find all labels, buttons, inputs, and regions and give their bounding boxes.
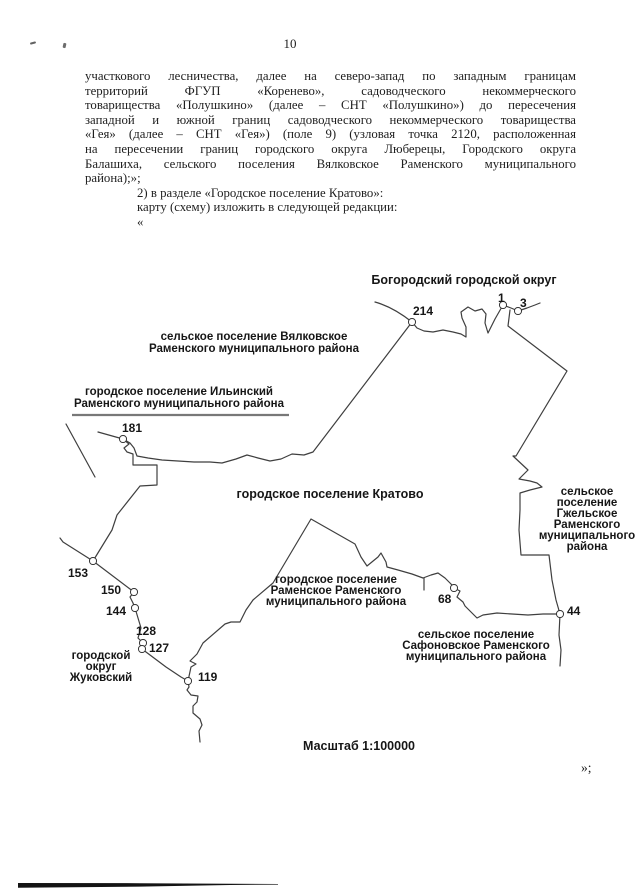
- map-label-line: Раменское Раменского: [270, 585, 402, 597]
- boundary-north: [97, 321, 413, 464]
- boundary-south: [187, 518, 561, 682]
- map-label-line: района: [566, 541, 608, 553]
- boundary-tail-119: [186, 680, 203, 743]
- map-label-line: городское поселение: [275, 574, 397, 586]
- map-label-line: Богородский городской округ: [371, 273, 557, 287]
- map-point-label-144: 144: [106, 604, 127, 618]
- map-label-line: Жуковский: [69, 672, 133, 684]
- map-point-label-214: 214: [413, 304, 434, 318]
- map-label-line: сельское поселение: [417, 629, 535, 641]
- body-line: «Гея» (далее – СНТ «Гея») (поле 9) (узло…: [85, 127, 576, 142]
- map-label-line: городское поселение Ильинский: [84, 386, 274, 398]
- map-point-label-3: 3: [520, 296, 527, 310]
- map-point-181: [119, 435, 127, 443]
- map-point-153: [89, 557, 97, 565]
- map-point-label-128: 128: [136, 624, 157, 638]
- map-label-line: Гжельское: [556, 508, 618, 520]
- map-label-line: городское поселение Кратово: [236, 487, 424, 501]
- map-scale-label: Масштаб 1:100000: [303, 739, 415, 753]
- map-point-label-181: 181: [122, 421, 143, 435]
- map-label-line: сельское поселение Вялковское: [160, 331, 348, 343]
- body-line: района);»;: [85, 171, 141, 186]
- boundary-wedge-ilyinsky: [65, 423, 96, 478]
- map-point-1: [499, 301, 507, 309]
- body-line: карту (схему) изложить в следующей редак…: [137, 200, 398, 215]
- map-label-line: Раменского: [553, 519, 621, 531]
- boundary-214-to-3: [411, 302, 541, 338]
- map-point-214: [408, 318, 416, 326]
- map-point-label-119: 119: [198, 670, 218, 684]
- map-label-line: городской: [71, 650, 131, 662]
- boundary-southwest: [92, 560, 189, 682]
- map-label-kratovo: городское поселение Кратово: [237, 488, 424, 501]
- map-label-line: Сафоновское Раменского: [402, 640, 550, 652]
- closing-quote: »;: [581, 760, 592, 775]
- map-point-label-1: 1: [498, 291, 505, 305]
- scan-artifact-streak: [18, 883, 278, 888]
- map-label-line: муниципального района: [405, 651, 547, 663]
- map-point-label-150: 150: [101, 583, 122, 597]
- map-label-line: сельское: [560, 486, 614, 498]
- body-line: на пересечении границ городского округа …: [85, 141, 576, 156]
- map-point-68: [450, 584, 458, 592]
- map-point-144: [131, 604, 139, 612]
- map-point-127: [138, 645, 146, 653]
- page-number: 10: [283, 36, 297, 51]
- map-point-3: [514, 307, 522, 315]
- map-point-label-68: 68: [438, 592, 452, 606]
- map-point-label-44: 44: [567, 604, 581, 618]
- map-label-line: муниципального района: [265, 596, 407, 608]
- body-line: западной и южной границ садоводческого н…: [85, 112, 576, 127]
- body-line: участкового лесничества, далее на северо…: [85, 69, 576, 83]
- boundary-east: [507, 309, 568, 667]
- map-point-44: [556, 610, 564, 618]
- map-point-label-127: 127: [149, 641, 170, 655]
- map-label-line: округ: [85, 661, 117, 673]
- map-point-label-153: 153: [68, 566, 89, 580]
- body-line: «: [137, 214, 144, 229]
- body-line: 2) в разделе «Городское поселение Кратов…: [137, 185, 384, 200]
- map-point-150: [130, 588, 138, 596]
- boundary-west: [92, 438, 158, 562]
- map-label-line: Раменского муниципального района: [74, 397, 284, 410]
- body-line: товарищества «Полушкино» (далее – СНТ «П…: [85, 98, 576, 113]
- paragraph-block: участкового лесничества, далее на северо…: [85, 69, 576, 230]
- boundary-stub-153: [59, 537, 94, 562]
- map-label-line: поселение: [556, 497, 618, 509]
- map-label-line: муниципального: [538, 530, 636, 542]
- map-label-bogorodsky: Богородский городской округ: [371, 274, 556, 287]
- map-label-line: Раменского муниципального района: [149, 342, 359, 355]
- body-line: Балашиха, сельского поселения Вялковское…: [85, 156, 576, 171]
- map-point-119: [184, 677, 192, 685]
- body-line: территорий ФГУП «Коренево», садоводческо…: [85, 83, 576, 98]
